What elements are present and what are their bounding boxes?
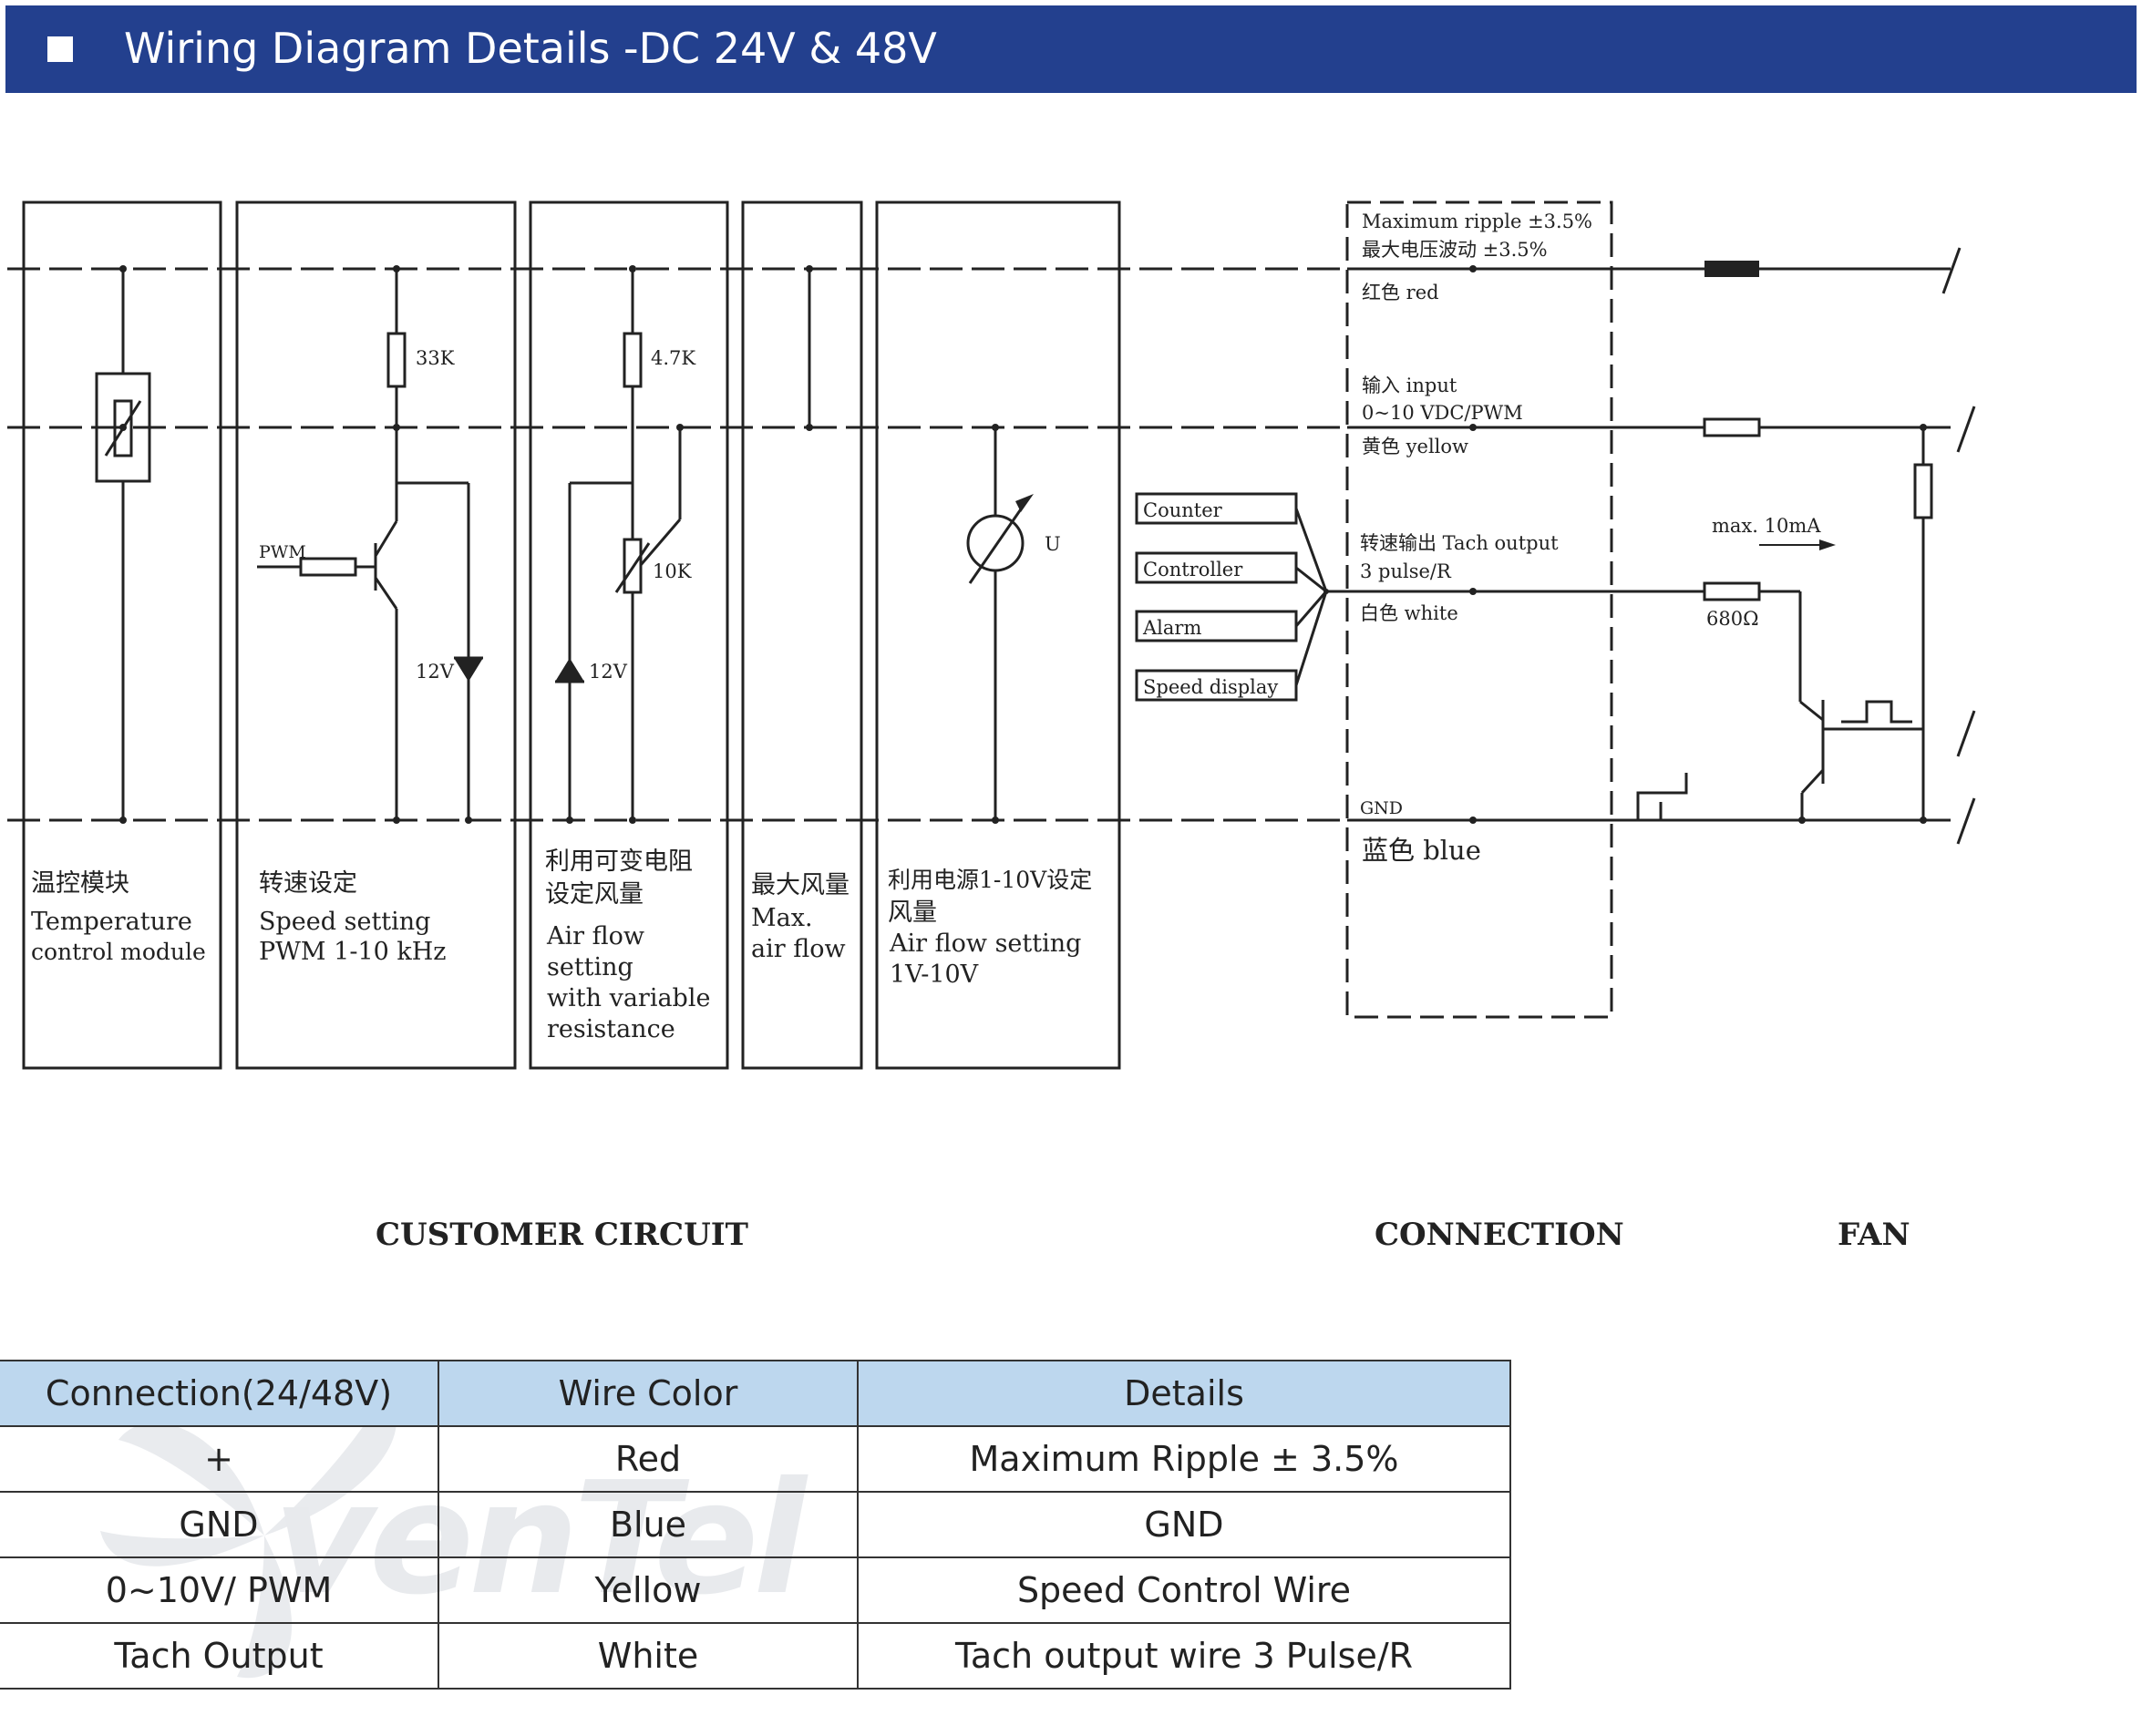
gnd-switch-symbol xyxy=(1636,773,1688,820)
label-10k: 10K xyxy=(653,560,692,582)
cell-details: Maximum Ripple ± 3.5% xyxy=(857,1425,1511,1493)
page-title: Wiring Diagram Details xyxy=(124,24,611,73)
block-3-en-line-1: Air flow xyxy=(546,922,644,950)
block-2-cn: 转速设定 xyxy=(259,869,357,898)
table-row: Tach Output White Tach output wire 3 Pul… xyxy=(0,1622,1511,1690)
label-max-current: max. 10mA xyxy=(1712,515,1821,537)
cell-connection: Tach Output xyxy=(0,1622,439,1690)
label-4k7: 4.7K xyxy=(651,347,695,369)
pulse-waveform-icon xyxy=(1841,700,1912,724)
section-customer-circuit: CUSTOMER CIRCUIT xyxy=(376,1217,748,1253)
table-header-row: Connection(24/48V) Wire Color Details xyxy=(0,1360,1511,1427)
wire-end-white xyxy=(1956,710,1976,757)
header-wire-color: Wire Color xyxy=(438,1360,859,1427)
label-pwm: PWM xyxy=(259,542,306,562)
cell-connection: GND xyxy=(0,1491,439,1558)
section-connection: CONNECTION xyxy=(1375,1217,1624,1253)
gnd-label: GND xyxy=(1360,798,1403,818)
cell-wire-color: Yellow xyxy=(438,1556,859,1624)
block-2-en-line-1: Speed setting xyxy=(259,908,430,936)
red-ripple-cn: 最大电压波动 ±3.5% xyxy=(1362,239,1548,261)
table-row: 0~10V/ PWM Yellow Speed Control Wire xyxy=(0,1556,1511,1624)
block-1-en-line-1: Temperature xyxy=(31,908,192,936)
block-4-en-line-1: Max. xyxy=(751,904,813,932)
block-4-en-line-2: air flow xyxy=(751,935,846,963)
square-bullet-icon xyxy=(47,36,73,62)
white-tach-label: 转速输出 Tach output xyxy=(1360,532,1559,554)
white-wire-label: 白色 white xyxy=(1360,602,1458,624)
header-connection: Connection(24/48V) xyxy=(0,1360,439,1427)
cell-wire-color: Red xyxy=(438,1425,859,1493)
block-frame-variable-resistance xyxy=(529,200,729,1070)
resistor-pullup xyxy=(1913,463,1933,519)
device-counter-label: Counter xyxy=(1143,499,1223,521)
block-1-en-line-2: control module xyxy=(31,939,206,965)
block-5-cn-line-1: 利用电源1-10V设定 xyxy=(888,867,1092,893)
block-3-cn-line-2: 设定风量 xyxy=(545,880,644,909)
block-frame-speed xyxy=(235,200,517,1070)
block-4-cn: 最大风量 xyxy=(751,871,850,899)
resistor-33k xyxy=(386,332,407,388)
zener-diode-2 xyxy=(555,658,584,682)
white-pulse-label: 3 pulse/R xyxy=(1360,560,1452,582)
label-680: 680Ω xyxy=(1706,608,1759,630)
block-frame-temperature xyxy=(22,200,222,1070)
device-controller-label: Controller xyxy=(1143,559,1243,580)
yellow-range-label: 0~10 VDC/PWM xyxy=(1362,402,1523,424)
block-frame-max-airflow xyxy=(741,200,863,1070)
device-speed-display-label: Speed display xyxy=(1143,676,1278,698)
block-2-en-line-2: PWM 1-10 kHz xyxy=(259,938,447,966)
header-details: Details xyxy=(857,1360,1511,1427)
section-fan: FAN xyxy=(1838,1217,1910,1253)
header-banner: Wiring Diagram Details -DC 24V & 48V xyxy=(5,5,2137,93)
block-frame-voltage-setting xyxy=(875,200,1121,1070)
block-3-en-line-4: resistance xyxy=(547,1015,675,1043)
label-zener-1: 12V xyxy=(416,661,455,683)
block-5-en-line-1: Air flow setting xyxy=(889,930,1081,958)
wire-end-gnd xyxy=(1956,797,1976,845)
connection-frame xyxy=(1345,200,1613,1019)
yellow-input-label: 输入 input xyxy=(1362,375,1457,396)
resistor-pwm xyxy=(299,557,357,577)
label-33k: 33K xyxy=(416,347,455,369)
cell-details: Tach output wire 3 Pulse/R xyxy=(857,1622,1511,1690)
block-3-cn-line-1: 利用可变电阻 xyxy=(545,847,693,876)
cell-details: GND xyxy=(857,1491,1511,1558)
block-3-en-line-3: with variable xyxy=(547,984,710,1012)
device-alarm-label: Alarm xyxy=(1142,617,1201,639)
voltage-source-symbol xyxy=(966,514,1025,572)
red-wire-label: 红色 red xyxy=(1362,282,1439,303)
cell-wire-color: Blue xyxy=(438,1491,859,1558)
zener-diode-1 xyxy=(454,658,483,682)
cell-connection: + xyxy=(0,1425,439,1493)
blue-wire-label: 蓝色 blue xyxy=(1362,835,1481,866)
resistor-4k7 xyxy=(623,332,643,388)
wire-spec-table: Connection(24/48V) Wire Color Details + … xyxy=(0,1360,1511,1690)
fuse-red xyxy=(1704,261,1759,277)
cell-wire-color: White xyxy=(438,1622,859,1690)
cell-connection: 0~10V/ PWM xyxy=(0,1556,439,1624)
yellow-wire-label: 黄色 yellow xyxy=(1362,436,1468,457)
block-5-en-line-2: 1V-10V xyxy=(890,960,979,989)
block-5-cn-line-2: 风量 xyxy=(888,899,937,927)
resistor-680 xyxy=(1703,581,1761,601)
page-subtitle: -DC 24V & 48V xyxy=(623,24,937,73)
block-3-en-line-2: setting xyxy=(547,953,633,981)
wire-end-red xyxy=(1941,247,1962,294)
resistor-yellow xyxy=(1703,417,1761,437)
table-row: GND Blue GND xyxy=(0,1491,1511,1558)
table-row: + Red Maximum Ripple ± 3.5% xyxy=(0,1425,1511,1493)
node-dots xyxy=(119,265,1927,824)
cell-details: Speed Control Wire xyxy=(857,1556,1511,1624)
red-ripple-en: Maximum ripple ±3.5% xyxy=(1362,211,1592,232)
block-1-cn: 温控模块 xyxy=(31,869,129,898)
label-meter: U xyxy=(1045,533,1061,555)
wire-end-yellow xyxy=(1956,406,1976,453)
label-zener-2: 12V xyxy=(589,661,628,683)
wiring-diagram: 温控模块 Temperature control module 转速设定 Spe… xyxy=(7,200,1976,1253)
